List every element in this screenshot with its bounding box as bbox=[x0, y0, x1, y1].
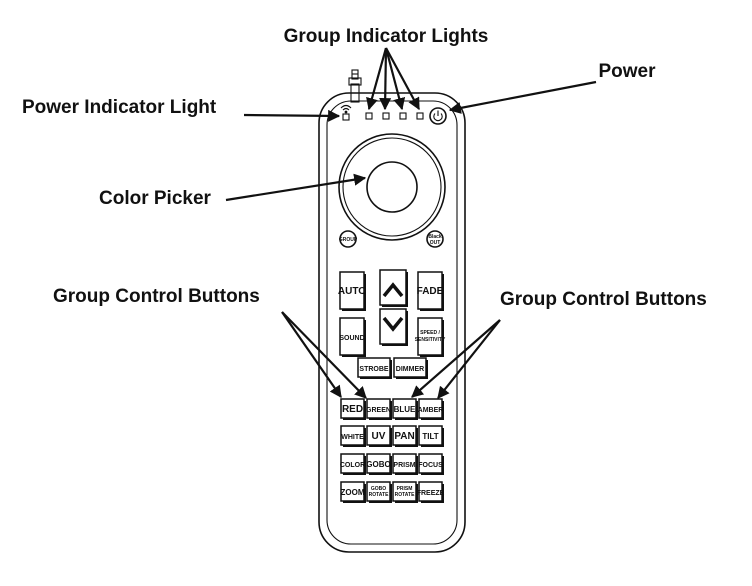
wifi-signal-icon bbox=[340, 104, 352, 114]
tilt-button[interactable]: TILT bbox=[418, 425, 444, 447]
button-label: AMBER bbox=[418, 407, 444, 414]
sound-button-label: SOUND bbox=[339, 335, 364, 342]
group-control-buttons-right-label: Group Control Buttons bbox=[500, 289, 707, 310]
fade-button-label: FADE bbox=[417, 286, 444, 297]
color-button[interactable]: COLOR bbox=[340, 453, 366, 475]
button-label: COLOR bbox=[340, 462, 365, 469]
blackout-button-label-1: Black bbox=[428, 234, 442, 240]
strobe-button[interactable]: STROBE bbox=[357, 357, 392, 379]
sensitivity-button-label: SENSITIVITY bbox=[415, 337, 446, 343]
top-indicators bbox=[340, 104, 447, 125]
arrow-group-left-1 bbox=[281, 311, 342, 398]
button-label: TILT bbox=[422, 432, 438, 441]
arrow-group-light-3 bbox=[384, 47, 406, 111]
arrow-power bbox=[448, 80, 597, 114]
group-button[interactable]: GROUP bbox=[339, 230, 358, 248]
group-indicator-light-1 bbox=[365, 112, 373, 120]
chevron-up-icon bbox=[382, 282, 404, 298]
white-button[interactable]: WHITE bbox=[340, 425, 366, 447]
arrow-group-right-2 bbox=[437, 319, 501, 399]
button-label: GREEN bbox=[366, 407, 391, 414]
button-label: FOCUS bbox=[418, 462, 443, 469]
dimmer-button[interactable]: DIMMER bbox=[393, 357, 428, 379]
uv-button[interactable]: UV bbox=[366, 425, 392, 447]
button-label-line: ROTATE bbox=[395, 492, 415, 498]
color-picker-label: Color Picker bbox=[99, 188, 212, 209]
focus-button[interactable]: FOCUS bbox=[418, 453, 444, 475]
power-icon bbox=[433, 110, 443, 122]
speed-sensitivity-button[interactable]: SPEED / SENSITIVITY bbox=[415, 317, 446, 357]
chevron-down-icon bbox=[382, 316, 404, 332]
down-button[interactable] bbox=[379, 308, 408, 346]
power-indicator-light-label: Power Indicator Light bbox=[22, 97, 217, 118]
remote-inner-outline bbox=[326, 100, 458, 545]
group-indicator-light-3 bbox=[399, 112, 407, 120]
button-label-line: PRISM bbox=[397, 486, 413, 492]
blackout-button[interactable]: Black OUT bbox=[426, 230, 444, 248]
dimmer-button-label: DIMMER bbox=[396, 366, 424, 373]
freeze-button[interactable]: FREEZE bbox=[417, 481, 445, 503]
up-button[interactable] bbox=[379, 269, 408, 307]
pan-button[interactable]: PAN bbox=[392, 425, 418, 447]
zoom-button[interactable]: ZOOM bbox=[340, 481, 367, 503]
color-picker-ring-inner bbox=[342, 137, 442, 237]
button-label: ZOOM bbox=[341, 488, 365, 497]
gobo-button[interactable]: GOBO bbox=[366, 453, 392, 475]
color-picker-ring[interactable] bbox=[338, 133, 446, 241]
button-label: FREEZE bbox=[417, 490, 445, 497]
button-label-line: ROTATE bbox=[369, 492, 389, 498]
arrow-power-indicator bbox=[243, 109, 341, 122]
blue-button[interactable]: BLUE bbox=[392, 398, 418, 420]
button-label: UV bbox=[372, 431, 386, 442]
group-indicator-light-4 bbox=[416, 112, 424, 120]
green-button[interactable]: GREEN bbox=[366, 398, 392, 420]
arrow-group-right-1 bbox=[411, 319, 501, 398]
remote-outline bbox=[318, 92, 466, 553]
button-label: BLUE bbox=[394, 405, 416, 414]
antenna bbox=[348, 69, 362, 103]
group-button-label: GROUP bbox=[339, 237, 358, 243]
arrow-group-light-2 bbox=[379, 47, 392, 111]
group-indicator-light-2 bbox=[382, 112, 390, 120]
group-control-buttons-left-label: Group Control Buttons bbox=[53, 286, 260, 307]
arrow-group-light-1 bbox=[366, 47, 388, 111]
power-button[interactable] bbox=[429, 107, 447, 125]
button-label: PAN bbox=[394, 431, 414, 442]
arrow-group-light-4 bbox=[385, 47, 420, 111]
arrow-color-picker bbox=[225, 173, 367, 202]
amber-button[interactable]: AMBER bbox=[418, 398, 444, 420]
callout-arrows bbox=[225, 47, 597, 399]
auto-button[interactable]: AUTO bbox=[338, 271, 366, 311]
button-label: RED bbox=[342, 404, 363, 415]
auto-button-label: AUTO bbox=[338, 286, 366, 297]
power-indicator-light bbox=[342, 113, 350, 121]
button-label: WHITE bbox=[341, 434, 364, 441]
color-picker-center[interactable] bbox=[366, 161, 418, 213]
button-label-line: GOBO bbox=[371, 486, 386, 492]
speed-button-label: SPEED / bbox=[420, 330, 440, 336]
color-picker[interactable] bbox=[338, 133, 446, 241]
arrow-group-left-2 bbox=[281, 311, 367, 399]
blackout-button-label-2: OUT bbox=[430, 240, 441, 246]
prism-button[interactable]: PRISM bbox=[392, 453, 418, 475]
red-button[interactable]: RED bbox=[340, 398, 366, 420]
button-label: GOBO bbox=[366, 460, 390, 469]
remote-body bbox=[318, 69, 466, 553]
fade-button[interactable]: FADE bbox=[417, 271, 444, 311]
button-label: PRISM bbox=[393, 462, 415, 469]
power-label: Power bbox=[598, 61, 656, 82]
sound-button[interactable]: SOUND bbox=[339, 317, 366, 357]
group-indicator-lights-label: Group Indicator Lights bbox=[284, 26, 489, 47]
strobe-button-label: STROBE bbox=[359, 366, 389, 373]
